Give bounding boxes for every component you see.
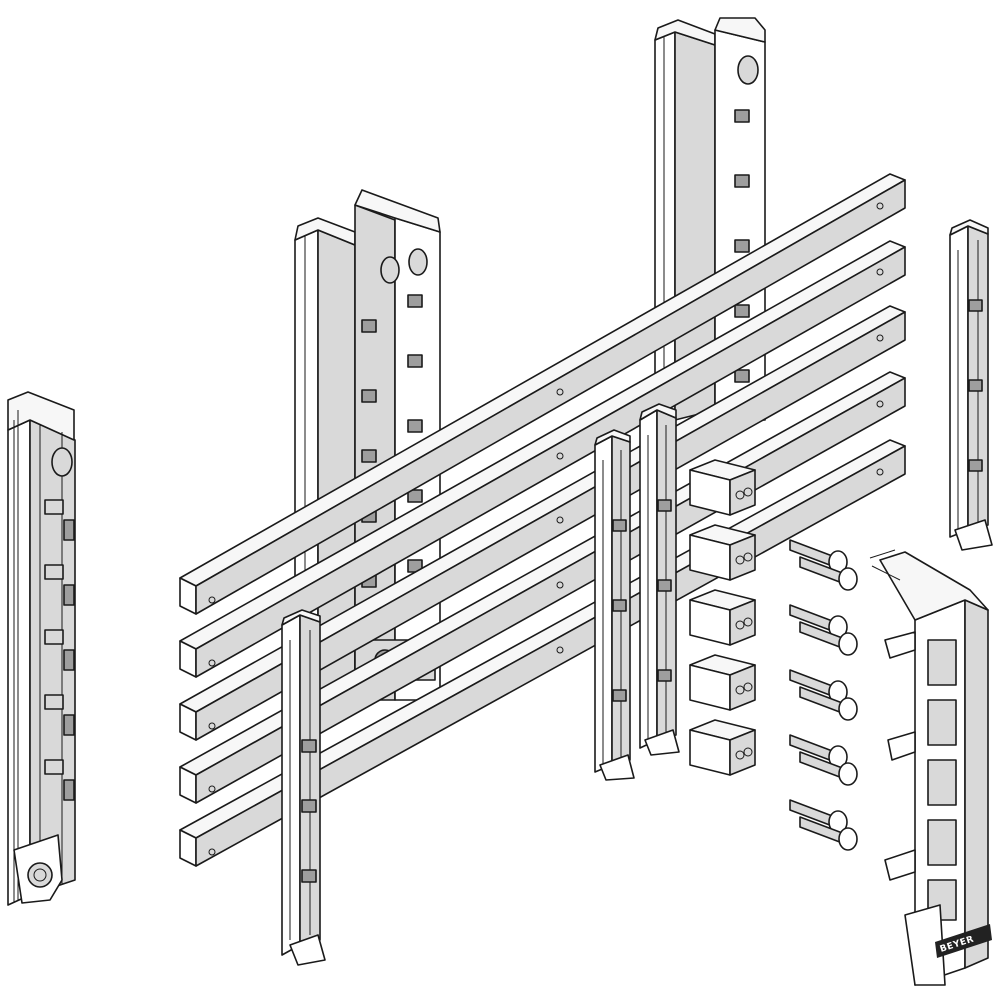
bolt-pair-3 <box>789 669 858 721</box>
upper-right-holder <box>949 219 993 551</box>
center-right-notches <box>734 109 750 383</box>
busbar-3 <box>179 305 906 741</box>
mid-holder-a <box>594 429 635 781</box>
bolt-set <box>789 539 858 851</box>
left-busbar-holder <box>7 391 76 906</box>
bridge-clamp-1 <box>689 459 756 516</box>
left-holder-notches <box>44 499 75 801</box>
bolt-pair-5 <box>789 799 858 851</box>
busbar-1 <box>179 173 906 615</box>
end-cover-ribs <box>927 639 957 921</box>
bolt-pair-2 <box>789 604 858 656</box>
front-left-holder <box>281 609 326 966</box>
bolt-pair-1 <box>789 539 858 591</box>
end-cover-holder: BEYER <box>869 549 992 986</box>
bridge-clamp-4 <box>689 654 756 711</box>
busbar-2 <box>179 240 906 678</box>
bridge-clamp-2 <box>689 524 756 581</box>
mid-holder-b <box>639 403 680 756</box>
bolt-pair-4 <box>789 734 858 786</box>
bridge-clamp-set <box>689 459 756 776</box>
bridge-clamp-3 <box>689 589 756 646</box>
bridge-clamp-5 <box>689 719 756 776</box>
